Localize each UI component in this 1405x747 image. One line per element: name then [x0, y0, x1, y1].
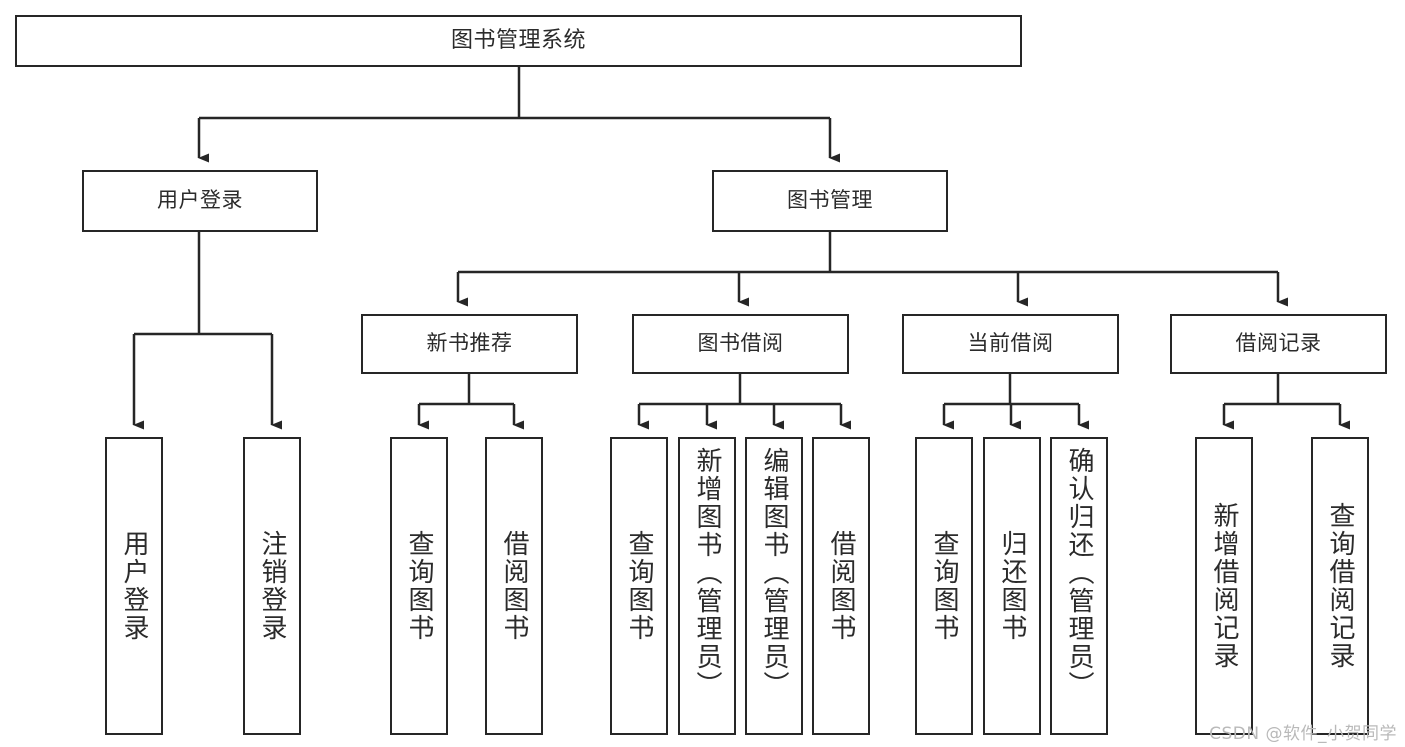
node-book-manage-label: 图书管理	[787, 188, 873, 213]
leaf-query-record-label: 查询借阅记录	[1325, 502, 1355, 670]
node-user-login-label: 用户登录	[157, 188, 243, 213]
leaf-add-record-label: 新增借阅记录	[1209, 502, 1239, 670]
node-current-borrow[interactable]: 当前借阅	[902, 314, 1119, 374]
leaf-query-book-3[interactable]: 查询图书	[915, 437, 973, 735]
leaf-query-book-1[interactable]: 查询图书	[390, 437, 448, 735]
leaf-user-login-label: 用户登录	[119, 530, 149, 642]
leaf-query-book-2[interactable]: 查询图书	[610, 437, 668, 735]
node-book-borrow-label: 图书借阅	[697, 331, 784, 356]
leaf-logout[interactable]: 注销登录	[243, 437, 301, 735]
leaf-query-record[interactable]: 查询借阅记录	[1311, 437, 1369, 735]
leaf-logout-label: 注销登录	[257, 530, 287, 642]
leaf-user-login[interactable]: 用户登录	[105, 437, 163, 735]
leaf-edit-book[interactable]: 编辑图书（管理员）	[745, 437, 803, 735]
leaf-borrow-book-1-label: 借阅图书	[499, 530, 529, 642]
node-root[interactable]: 图书管理系统	[15, 15, 1022, 67]
node-current-borrow-label: 当前借阅	[967, 331, 1054, 356]
leaf-query-book-3-label: 查询图书	[929, 530, 959, 642]
node-new-book-recommend[interactable]: 新书推荐	[361, 314, 578, 374]
node-book-borrow[interactable]: 图书借阅	[632, 314, 849, 374]
leaf-add-book-label: 新增图书（管理员）	[692, 447, 722, 699]
leaf-borrow-book-2-label: 借阅图书	[826, 530, 856, 642]
node-borrow-record[interactable]: 借阅记录	[1170, 314, 1387, 374]
leaf-return-book-label: 归还图书	[997, 530, 1027, 642]
node-new-book-recommend-label: 新书推荐	[426, 331, 513, 356]
node-borrow-record-label: 借阅记录	[1235, 331, 1322, 356]
node-root-label: 图书管理系统	[450, 27, 586, 53]
leaf-query-book-1-label: 查询图书	[404, 530, 434, 642]
node-user-login[interactable]: 用户登录	[82, 170, 318, 232]
leaf-query-book-2-label: 查询图书	[624, 530, 654, 642]
csdn-watermark: CSDN @软件_小贺同学	[1209, 724, 1397, 744]
leaf-confirm-return[interactable]: 确认归还（管理员）	[1050, 437, 1108, 735]
leaf-add-book[interactable]: 新增图书（管理员）	[678, 437, 736, 735]
leaf-borrow-book-1[interactable]: 借阅图书	[485, 437, 543, 735]
leaf-borrow-book-2[interactable]: 借阅图书	[812, 437, 870, 735]
node-book-manage[interactable]: 图书管理	[712, 170, 948, 232]
leaf-return-book[interactable]: 归还图书	[983, 437, 1041, 735]
leaf-confirm-return-label: 确认归还（管理员）	[1064, 447, 1094, 699]
leaf-add-record[interactable]: 新增借阅记录	[1195, 437, 1253, 735]
leaf-edit-book-label: 编辑图书（管理员）	[759, 447, 789, 699]
